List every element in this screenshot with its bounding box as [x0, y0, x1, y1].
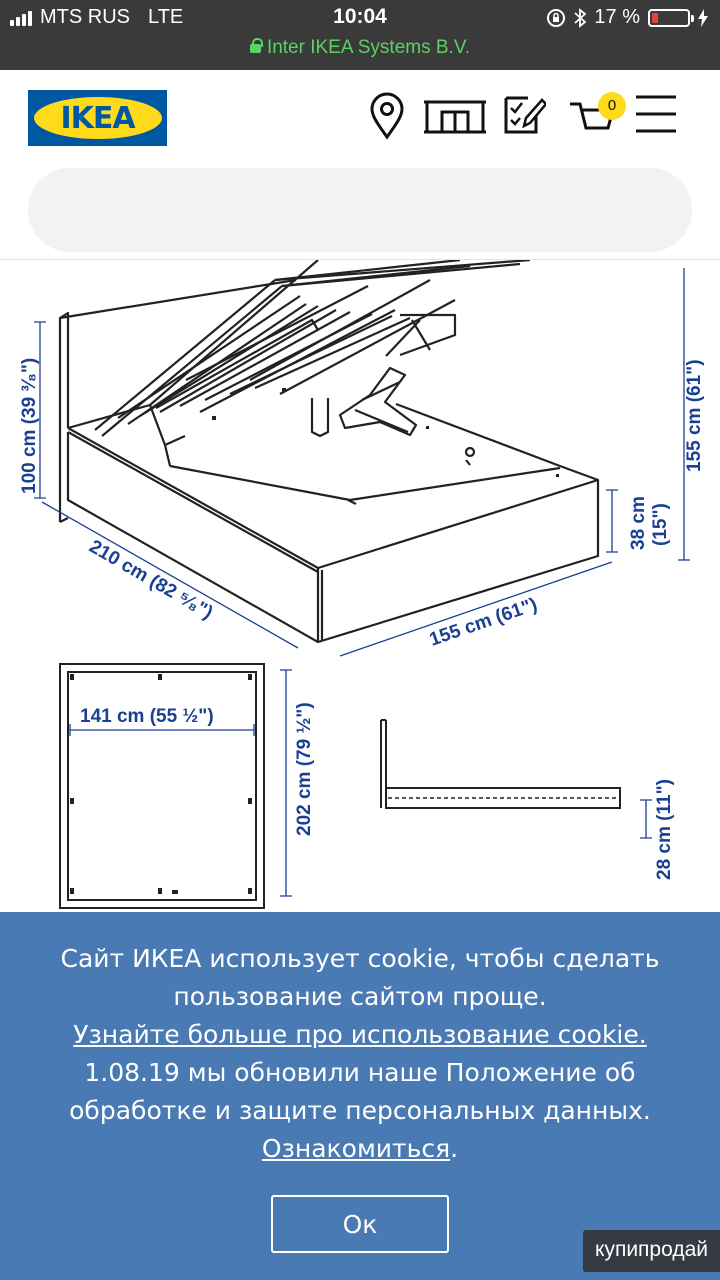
carrier-name: MTS RUS — [40, 6, 130, 28]
cookie-learn-more-link[interactable]: Узнайте больше про использование cookie. — [73, 1020, 647, 1049]
lock-icon — [249, 38, 263, 53]
signal-strength-icon — [10, 10, 32, 26]
status-left: MTS RUS LTE — [10, 6, 183, 29]
privacy-details-link[interactable]: Ознакомиться — [261, 1134, 451, 1163]
battery-level — [652, 12, 659, 23]
status-right: 17 % — [546, 6, 708, 29]
cookie-notice: Сайт ИКЕА использует cookie, чтобы сдела… — [60, 944, 660, 1011]
dim-frame-height-inches: (15") — [650, 503, 671, 546]
battery-icon — [648, 8, 694, 27]
product-dimension-drawing: 100 cm (39 ³⁄₈") 210 cm (82 ⁵⁄₈") 155 cm… — [0, 260, 720, 912]
cookie-text: Сайт ИКЕА использует cookie, чтобы сдела… — [20, 940, 700, 1168]
menu-icon[interactable] — [634, 94, 678, 134]
logo-text: IKEA — [60, 100, 135, 136]
bed-line-drawing: 100 cm (39 ³⁄₈") 210 cm (82 ⁵⁄₈") 155 cm… — [19, 260, 705, 909]
orientation-lock-icon — [547, 8, 566, 27]
privacy-update-notice: 1.08.19 мы обновили наше Положение об об… — [69, 1058, 651, 1125]
store-icon[interactable] — [422, 94, 488, 134]
charging-icon — [698, 8, 708, 27]
dim-bed-length: 210 cm (82 ⁵⁄₈") — [86, 536, 217, 624]
cookie-ok-button[interactable]: Ок — [271, 1195, 449, 1253]
shopping-list-icon[interactable] — [502, 92, 546, 136]
search-input[interactable] — [28, 168, 692, 252]
network-type: LTE — [148, 6, 184, 28]
status-bar: MTS RUS LTE 10:04 17 % Inter IKEA System… — [0, 0, 720, 70]
ikea-logo[interactable]: IKEA — [28, 90, 167, 146]
cart-count-badge: 0 — [598, 92, 626, 120]
bluetooth-icon — [574, 7, 587, 28]
cookie-banner: Сайт ИКЕА использует cookie, чтобы сдела… — [0, 912, 720, 1280]
dim-under-bed-clearance: 28 cm (11") — [654, 779, 675, 880]
dim-mattress-width: 141 cm (55 ½") — [80, 706, 214, 727]
site-owner-label: Inter IKEA Systems B.V. — [266, 37, 471, 58]
site-owner: Inter IKEA Systems B.V. — [0, 37, 720, 59]
clock: 10:04 — [333, 5, 387, 28]
battery-percent: 17 % — [594, 6, 640, 28]
period: . — [450, 1134, 459, 1163]
dim-frame-height: 38 cm — [628, 496, 649, 550]
site-header: IKEA 0 — [0, 70, 720, 260]
watermark: купипродай — [583, 1230, 720, 1272]
logo-oval: IKEA — [33, 97, 162, 139]
dim-total-height: 155 cm (61") — [684, 359, 705, 472]
location-pin-icon[interactable] — [368, 92, 406, 140]
dim-mattress-length: 202 cm (79 ½") — [294, 702, 315, 836]
dim-headboard-height: 100 cm (39 ³⁄₈") — [19, 358, 40, 494]
